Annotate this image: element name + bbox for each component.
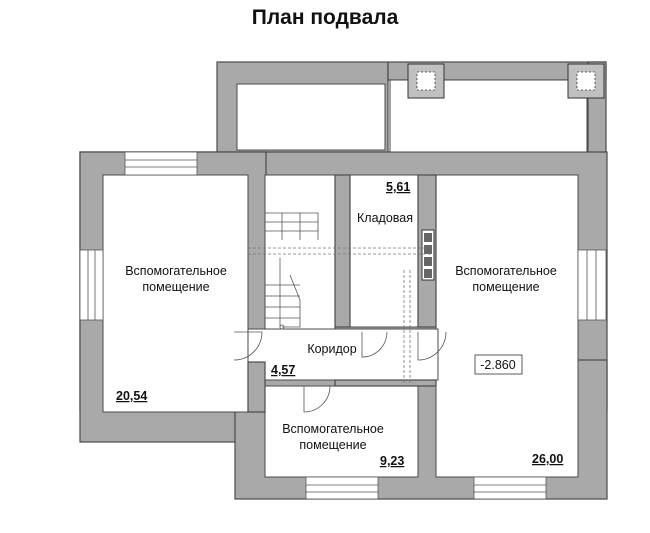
level-mark: -2.860 <box>480 358 515 372</box>
corridor-area: 4,57 <box>271 363 295 377</box>
storage-room <box>349 174 419 328</box>
windows <box>79 151 607 500</box>
columns <box>407 63 605 99</box>
rooms <box>102 79 588 478</box>
left-room-area: 20,54 <box>116 389 147 403</box>
window-bottom-right <box>473 476 547 500</box>
corridor-name: Коридор <box>307 342 356 356</box>
right-room <box>435 174 579 478</box>
right-room-name-2: помещение <box>472 280 539 294</box>
bottom-room-area: 9,23 <box>380 454 404 468</box>
doors <box>233 331 447 413</box>
partitions <box>247 174 437 413</box>
bottom-room <box>264 385 419 478</box>
bottom-room-name-1: Вспомогательное <box>282 422 384 436</box>
level-mark-box <box>474 354 523 375</box>
left-room <box>102 174 249 413</box>
window-right <box>577 249 607 321</box>
left-room-name-2: помещение <box>142 280 209 294</box>
window-top-left <box>124 151 198 176</box>
storage-name: Кладовая <box>357 211 413 225</box>
corridor <box>247 328 439 381</box>
upper-void <box>236 83 386 151</box>
window-bottom-center <box>305 476 379 500</box>
right-room-name-1: Вспомогательное <box>455 264 557 278</box>
right-room-area: 26,00 <box>532 452 563 466</box>
bottom-room-name-2: помещение <box>299 438 366 452</box>
left-room-name-1: Вспомогательное <box>125 264 227 278</box>
storage-area: 5,61 <box>386 180 410 194</box>
dashed-lines <box>248 247 436 385</box>
window-left <box>79 249 104 321</box>
plan-title: План подвала <box>251 6 399 29</box>
staircase <box>265 212 319 330</box>
vent-shaft <box>421 229 435 281</box>
